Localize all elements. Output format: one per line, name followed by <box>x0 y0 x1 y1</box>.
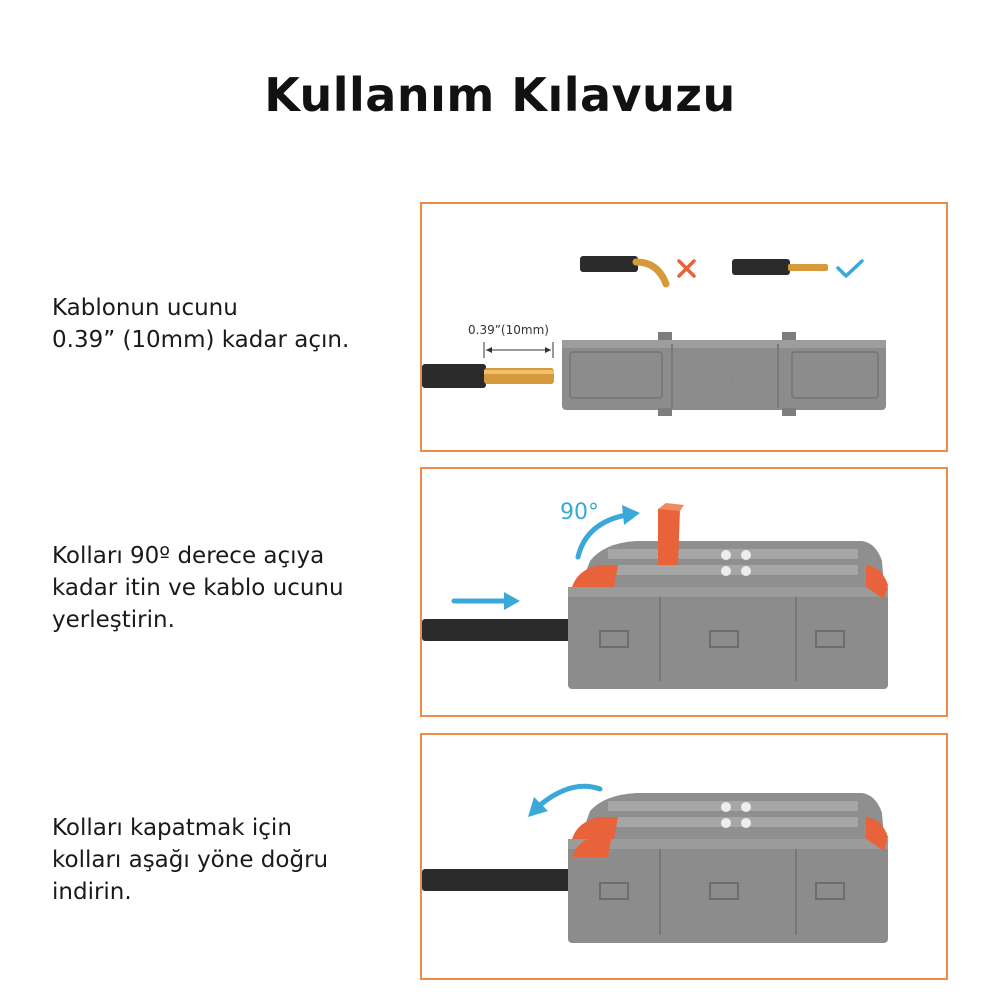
connector-model-label: 211 <box>708 370 737 388</box>
angle-label: 90° <box>560 500 599 525</box>
step-1-line-1: Kablonun ucunu <box>52 295 238 321</box>
step-3-line-1: Kolları kapatmak için <box>52 815 292 841</box>
step-1-text: Kablonun ucunu 0.39” (10mm) kadar açın. <box>52 292 349 356</box>
step-2-line-3: yerleştirin. <box>52 607 175 633</box>
open-lever-illustration: 90° <box>422 500 888 689</box>
step-1-illustration-panel: 0.39”(10mm) 10V 600V 32A <box>420 202 948 452</box>
connector-awg-label: AWG28-12 <box>802 362 855 373</box>
step-2-text: Kolları 90º derece açıya kadar itin ve k… <box>52 540 344 636</box>
push-arrow-icon <box>451 592 520 610</box>
step-3-line-3: indirin. <box>52 879 132 905</box>
step-3-line-2: kolları aşağı yöne doğru <box>52 847 329 873</box>
wrong-cross-icon <box>677 259 696 278</box>
inserted-wire-closed <box>422 869 572 891</box>
strip-length-label: 0.39”(10mm) <box>468 323 549 337</box>
straight-wire-example <box>732 259 828 275</box>
rotate-close-arrow-icon <box>528 783 603 817</box>
connector-wire-size-label: 0.2-4mm² <box>808 380 857 391</box>
bent-wire-example <box>580 256 670 288</box>
step-2-illustration-panel: 90° <box>420 467 948 717</box>
step-2-line-2: kadar itin ve kablo ucunu <box>52 575 344 601</box>
inserted-wire <box>422 619 572 641</box>
dimension-arrows <box>483 342 554 358</box>
connector-voltage-label: 10V <box>594 358 616 371</box>
step-3-illustration-panel <box>420 733 948 980</box>
connector-open <box>568 503 888 689</box>
step-2-line-1: Kolları 90º derece açıya <box>52 543 325 569</box>
connector-side-view <box>562 332 886 416</box>
strip-wire-illustration: 0.39”(10mm) 10V 600V 32A <box>422 256 886 416</box>
step-1-line-2: 0.39” (10mm) kadar açın. <box>52 327 350 353</box>
connector-rating-label: 600V 32A <box>576 378 630 391</box>
rotate-open-arrow-icon <box>575 505 640 560</box>
wire-with-stripped-end <box>422 364 554 388</box>
step-3-text: Kolları kapatmak için kolları aşağı yöne… <box>52 812 328 908</box>
correct-check-icon <box>836 259 864 278</box>
close-lever-illustration <box>422 783 888 943</box>
page-title: Kullanım Kılavuzu <box>264 68 736 122</box>
connector-closed <box>568 793 888 943</box>
